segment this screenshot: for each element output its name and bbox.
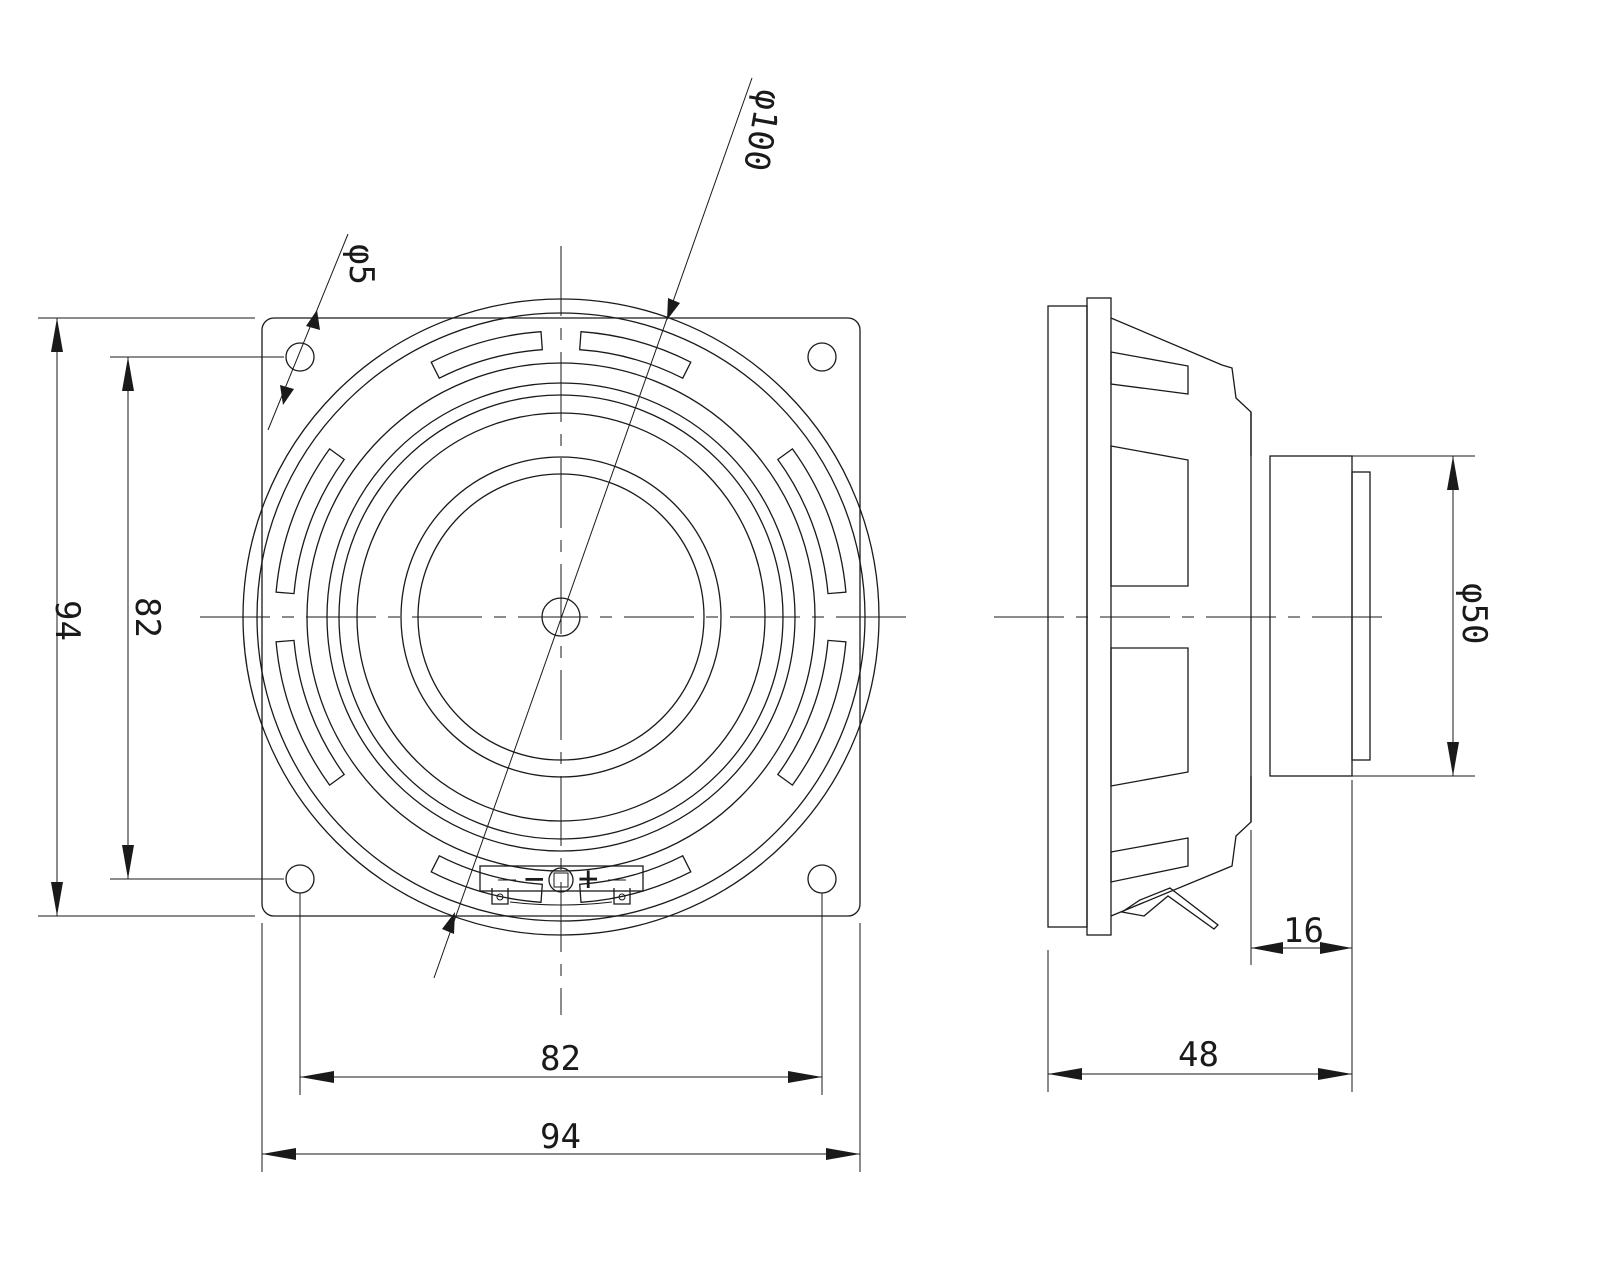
dim-frame-width-label: 94 <box>540 1117 581 1157</box>
dim-total-depth: 48 <box>1047 950 1353 1092</box>
dim-magnet-depth-label: 16 <box>1283 911 1324 951</box>
mount-hole-top-left <box>285 342 315 372</box>
mount-hole-bottom-right <box>807 864 837 894</box>
dim-outer-diameter: φ100 <box>433 77 789 979</box>
vent-slot-5 <box>579 854 692 903</box>
side-magnet-back-plate <box>1351 471 1371 761</box>
terminal-negative-mark: − <box>524 859 544 899</box>
dim-hole-spacing-vertical: 82 <box>110 356 284 880</box>
vent-slot-4 <box>776 639 847 787</box>
dim-magnet-depth: 16 <box>1250 780 1353 965</box>
dim-hole-spacing-vertical-label: 82 <box>127 597 167 638</box>
terminal-block: − + <box>479 859 644 906</box>
dim-hole-spacing-horizontal-label: 82 <box>540 1039 581 1079</box>
vent-slot-2 <box>579 331 692 380</box>
dim-frame-height: 94 <box>38 317 255 917</box>
vent-slots <box>275 331 847 903</box>
dim-magnet-diameter: φ50 <box>1352 455 1494 777</box>
vent-slot-8 <box>275 447 346 595</box>
dim-mount-hole-label: φ5 <box>341 244 381 285</box>
side-terminal-tab <box>1120 887 1219 930</box>
dim-frame-width: 94 <box>261 923 861 1172</box>
vent-slot-7 <box>275 639 346 787</box>
side-view: φ50 16 48 <box>994 297 1494 1092</box>
dim-outer-diameter-label: φ100 <box>735 86 789 174</box>
dim-frame-height-label: 94 <box>47 600 87 641</box>
dim-total-depth-label: 48 <box>1178 1035 1219 1075</box>
vent-slot-6 <box>430 854 543 903</box>
side-window-2 <box>1110 445 1189 587</box>
dim-magnet-diameter-label: φ50 <box>1454 583 1494 644</box>
terminal-positive-mark: + <box>578 859 598 899</box>
front-view: − + φ5 φ100 94 <box>38 77 915 1172</box>
side-window-3 <box>1110 647 1189 787</box>
side-magnet <box>1269 455 1353 777</box>
vent-slot-3 <box>776 447 847 595</box>
side-window-4 <box>1110 837 1189 883</box>
mount-hole-top-right <box>807 342 837 372</box>
dim-hole-spacing-horizontal: 82 <box>299 893 823 1095</box>
mount-hole-bottom-left <box>285 864 315 894</box>
dim-mount-hole: φ5 <box>267 233 381 431</box>
vent-slot-1 <box>430 331 543 380</box>
side-window-1 <box>1110 351 1189 395</box>
